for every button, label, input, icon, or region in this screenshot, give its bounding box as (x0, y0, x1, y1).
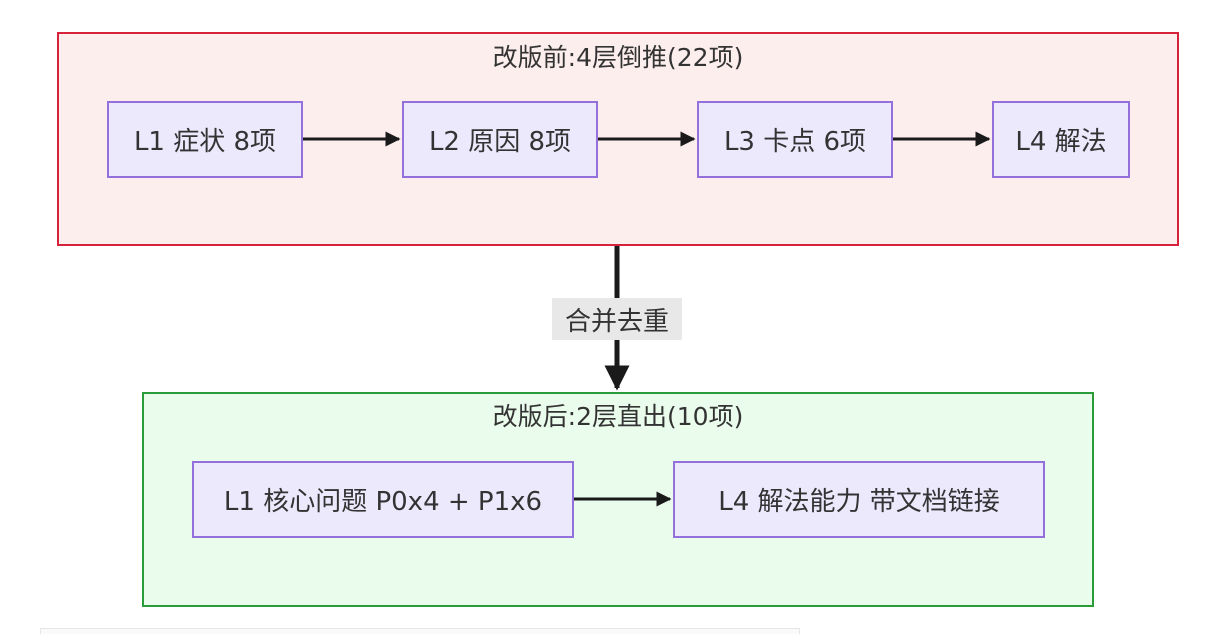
node-l1-symptom: L1 症状 8项 (107, 101, 303, 178)
node-l4-solution: L4 解法 (992, 101, 1130, 178)
bottom-edge-strip (40, 628, 800, 634)
merge-dedup-label: 合并去重 (552, 298, 682, 340)
before-subgraph-title: 改版前:4层倒推(22项) (492, 43, 744, 72)
after-subgraph-title: 改版后:2层直出(10项) (492, 402, 744, 431)
node-solution-capability: L4 解法能力 带文档链接 (673, 461, 1045, 538)
node-core-issues: L1 核心问题 P0x4 + P1x6 (192, 461, 574, 538)
node-l3-block: L3 卡点 6项 (697, 101, 893, 178)
node-l2-cause: L2 原因 8项 (402, 101, 598, 178)
